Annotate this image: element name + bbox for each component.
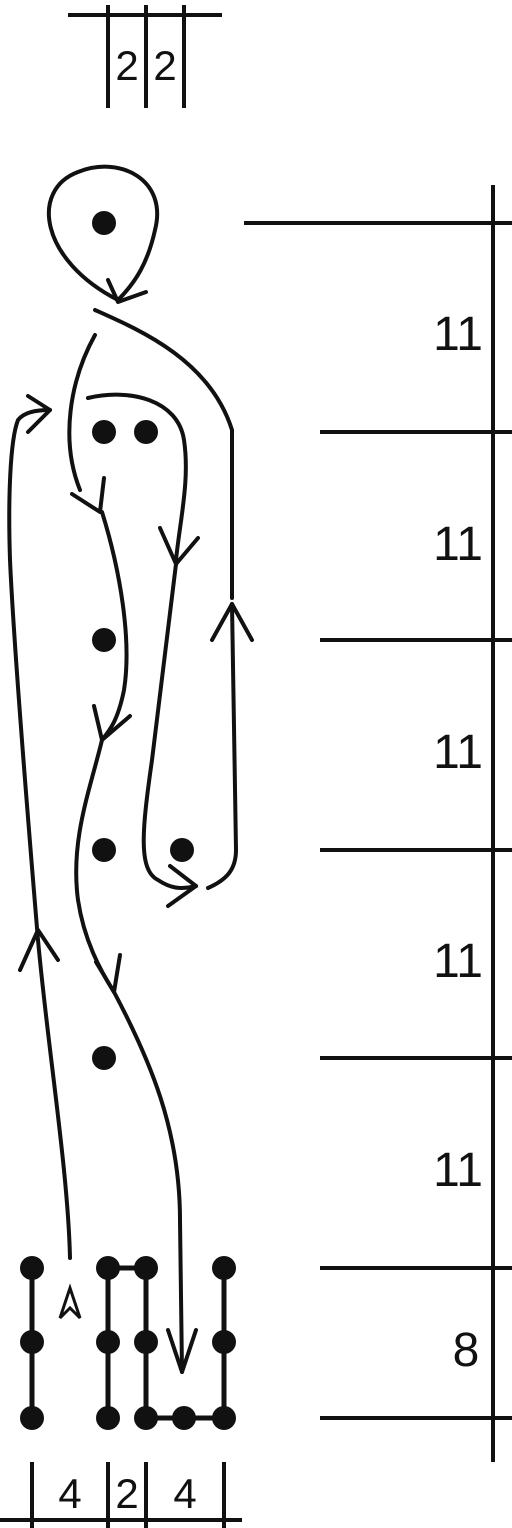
thread-center-down-2 — [74, 738, 116, 994]
grid-point — [212, 1256, 236, 1280]
grid-point — [212, 1330, 236, 1354]
bottom-ruler-label: 4 — [58, 1470, 81, 1517]
thread-cross — [93, 308, 234, 600]
grid-point — [134, 1330, 158, 1354]
right-ruler-label: 11 — [433, 518, 483, 571]
top-ruler-label: 2 — [115, 42, 138, 89]
stitch-point — [134, 420, 158, 444]
right-ruler — [244, 185, 512, 1462]
grid-point — [96, 1256, 120, 1280]
grid-point — [20, 1406, 44, 1430]
thread-left-loop-low — [141, 562, 198, 890]
thread-left-up — [7, 408, 72, 1260]
top-ruler-label: 2 — [153, 42, 176, 89]
start-arrow-icon — [58, 1283, 82, 1320]
right-ruler-label: 11 — [433, 935, 483, 988]
arrow-head-icon — [26, 394, 52, 434]
thread-top-loop-2 — [86, 392, 188, 562]
right-ruler-label: 8 — [453, 1324, 480, 1377]
bottom-grid — [29, 1265, 227, 1421]
thread-loop-top — [46, 164, 159, 302]
arrow-head-icon — [18, 928, 60, 972]
right-ruler-label: 11 — [433, 1144, 483, 1197]
thread-center-down — [100, 510, 129, 742]
grid-point — [20, 1256, 44, 1280]
grid-point — [96, 1406, 120, 1430]
grid-point — [20, 1330, 44, 1354]
grid-point — [172, 1406, 196, 1430]
grid-point — [96, 1330, 120, 1354]
stitch-point — [92, 628, 116, 652]
bottom-ruler — [0, 1462, 242, 1528]
bottom-ruler-label: 2 — [115, 1470, 138, 1517]
arrow-head-icon — [166, 1328, 198, 1374]
stitch-point — [170, 838, 194, 862]
arrow-head-icon — [166, 864, 198, 908]
thread-center-down-3 — [112, 990, 184, 1374]
right-ruler-label: 11 — [433, 726, 483, 779]
bottom-ruler-label: 4 — [173, 1470, 196, 1517]
grid-point — [134, 1406, 158, 1430]
thread-paths — [7, 164, 254, 1374]
grid-points — [20, 1256, 236, 1430]
stitch-point — [92, 1046, 116, 1070]
top-ruler — [68, 5, 222, 108]
right-ruler-label: 11 — [433, 308, 483, 361]
stitch-point — [92, 420, 116, 444]
stitch-points — [92, 211, 194, 1070]
stitch-point — [92, 211, 116, 235]
thread-inner-down — [67, 333, 97, 492]
thread-right-return — [206, 602, 238, 890]
grid-point — [212, 1406, 236, 1430]
stitch-point — [92, 838, 116, 862]
grid-point — [134, 1256, 158, 1280]
arrow-head-icon — [94, 953, 122, 994]
arrow-head-icon — [106, 278, 148, 304]
